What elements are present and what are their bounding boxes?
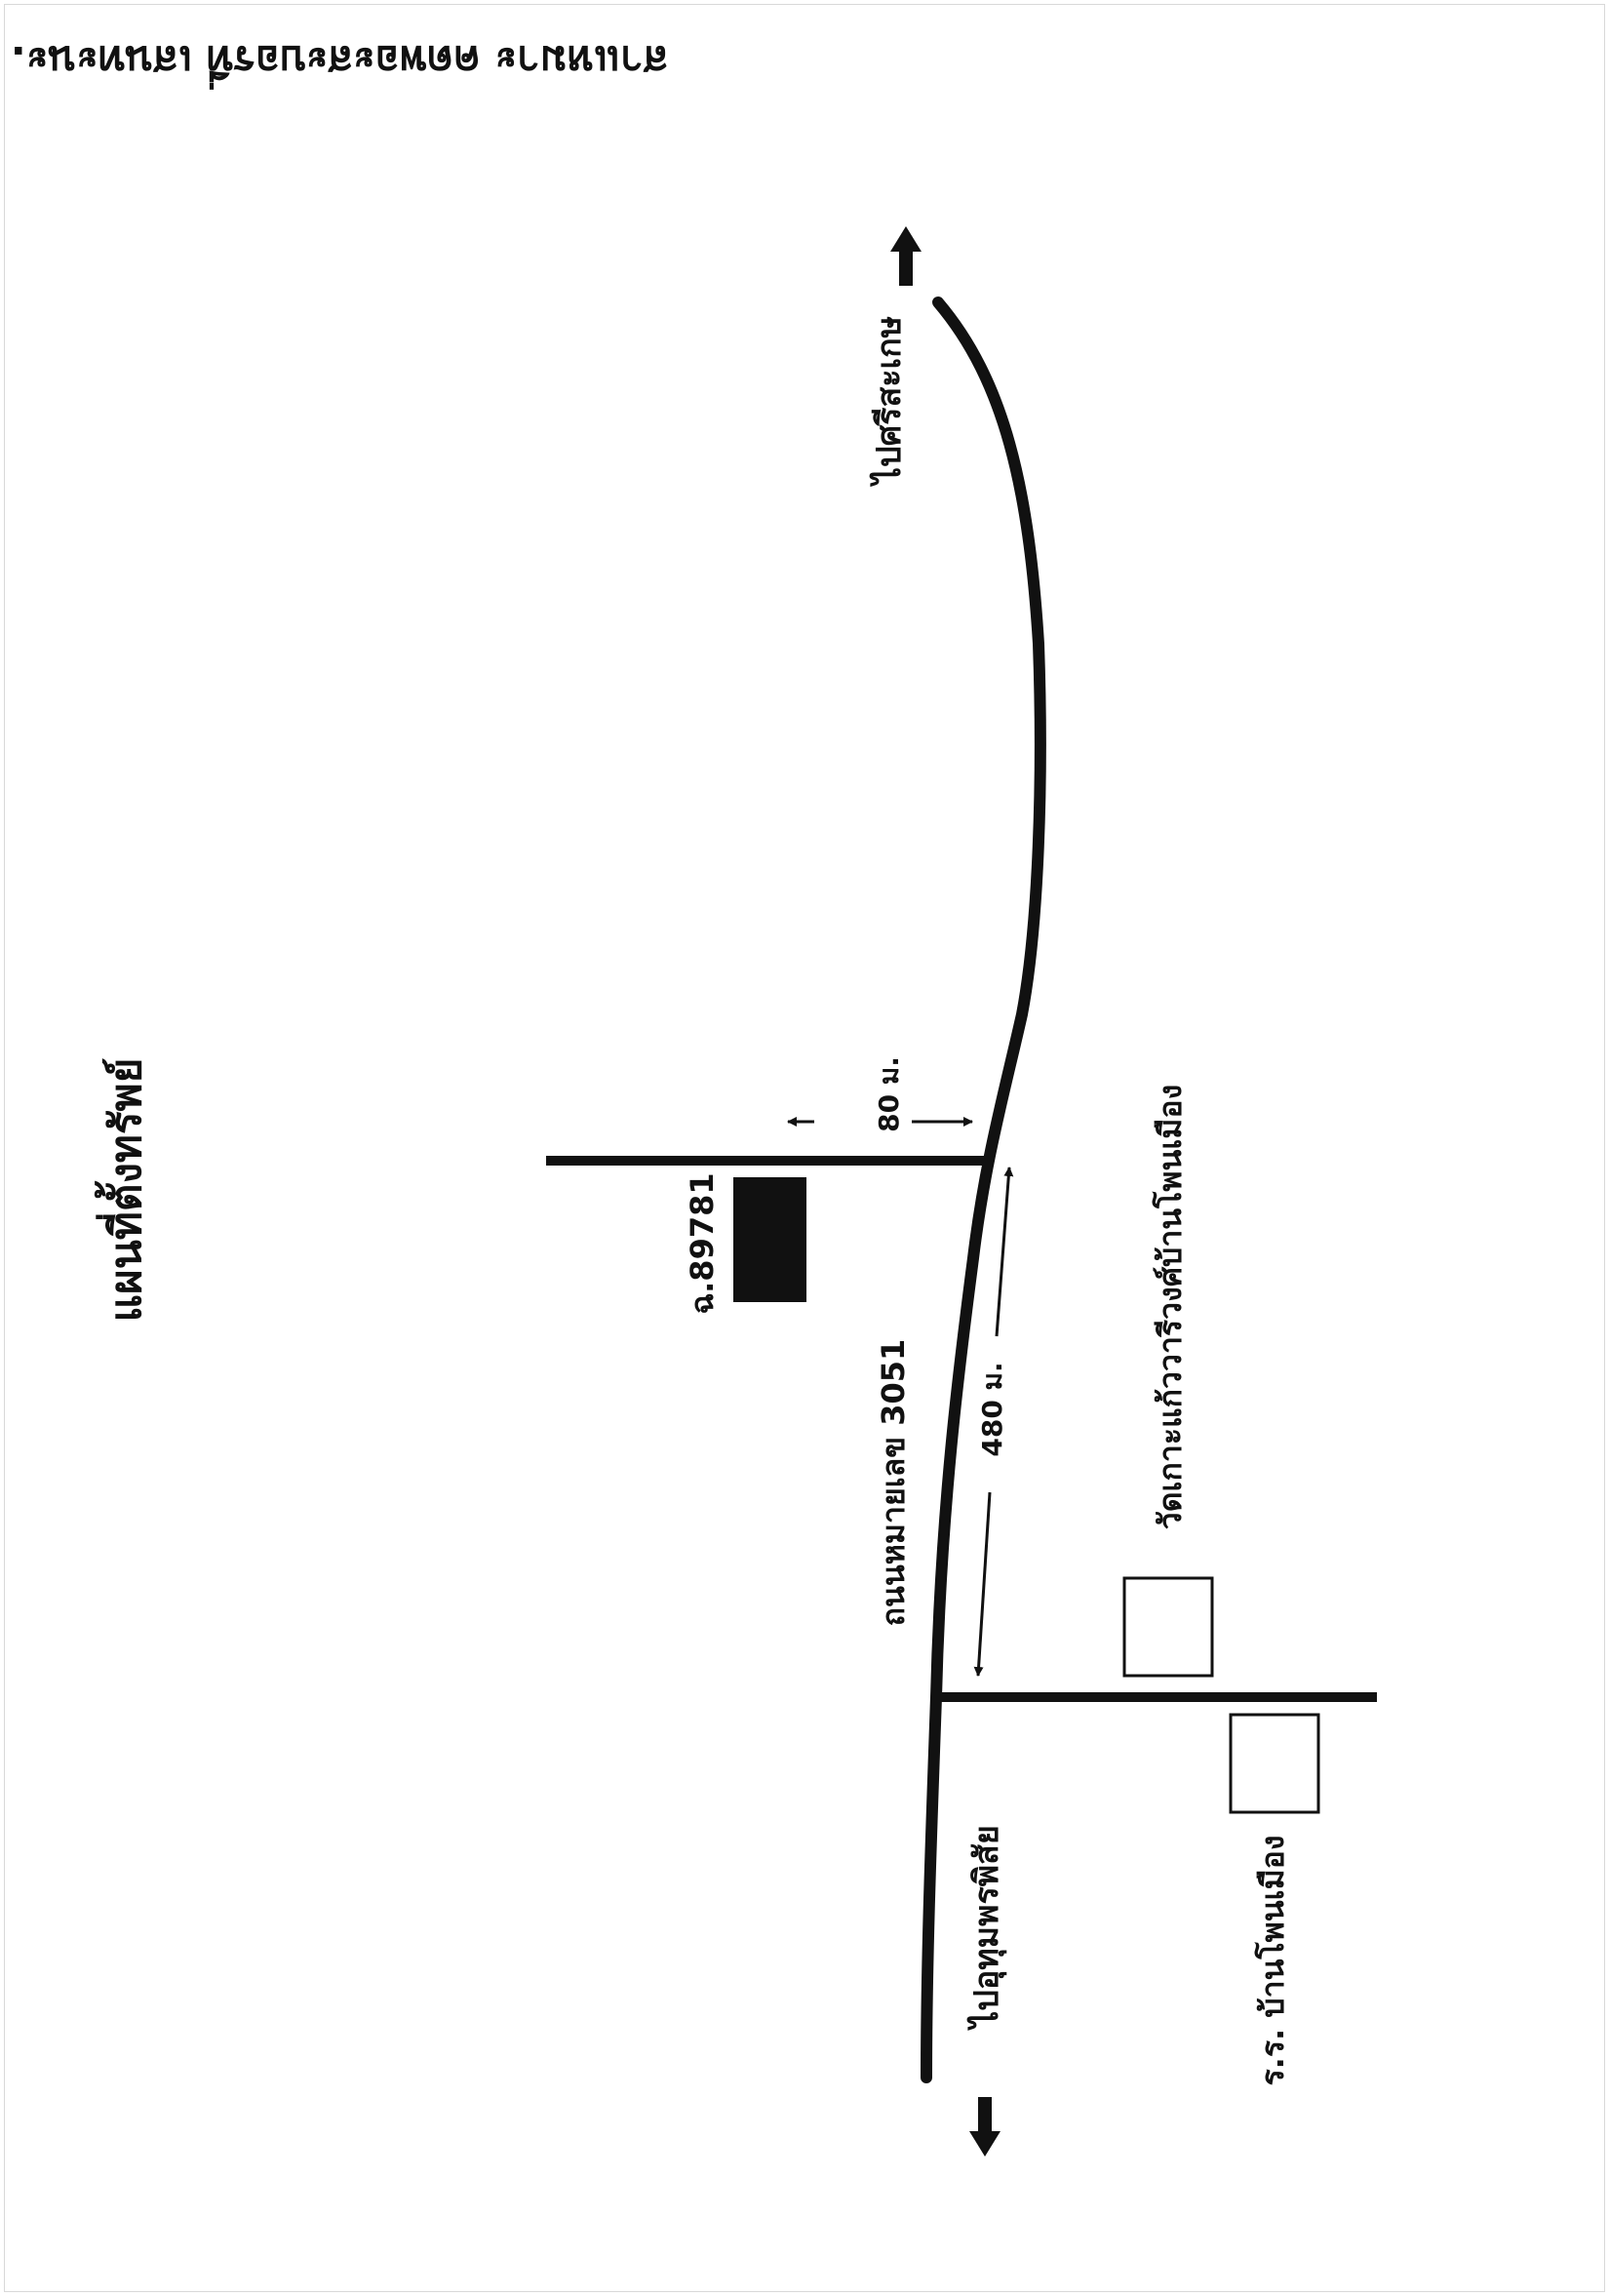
distance-80-label: 80 ม.	[873, 1056, 905, 1132]
header-text: สาแหมาะ คดพอะสะบอรที่ เสนทะนะ.	[10, 37, 669, 85]
distance-480-label: 480 ม.	[976, 1362, 1008, 1457]
distance-480-arrow	[995, 1167, 1014, 1337]
temple-box	[1122, 1576, 1214, 1678]
map-title: แผนที่ตั้งทรัพย์	[101, 1057, 151, 1323]
distance-480-arrow	[973, 1491, 992, 1677]
plot-label: ฉ.89781	[684, 1172, 721, 1315]
north-arrow-icon	[890, 226, 922, 286]
road-label: ถนนหมายเลข 3051	[875, 1338, 912, 1627]
school-box	[1229, 1713, 1320, 1814]
destination-north-label: ไปศรีสะเกษ	[870, 315, 909, 485]
temple-label: วัดเกาะแก้ววารีวงศ์บ้านโพนเมือง	[1152, 1084, 1189, 1530]
plot-block	[733, 1177, 806, 1302]
main-road-line	[921, 297, 1046, 2083]
school-label: ร.ร. บ้านโพนเมือง	[1254, 1835, 1291, 2086]
south-arrow-icon	[969, 2097, 1001, 2157]
destination-south-label: ไปอุทุมพรพิสัย	[967, 1825, 1006, 2028]
